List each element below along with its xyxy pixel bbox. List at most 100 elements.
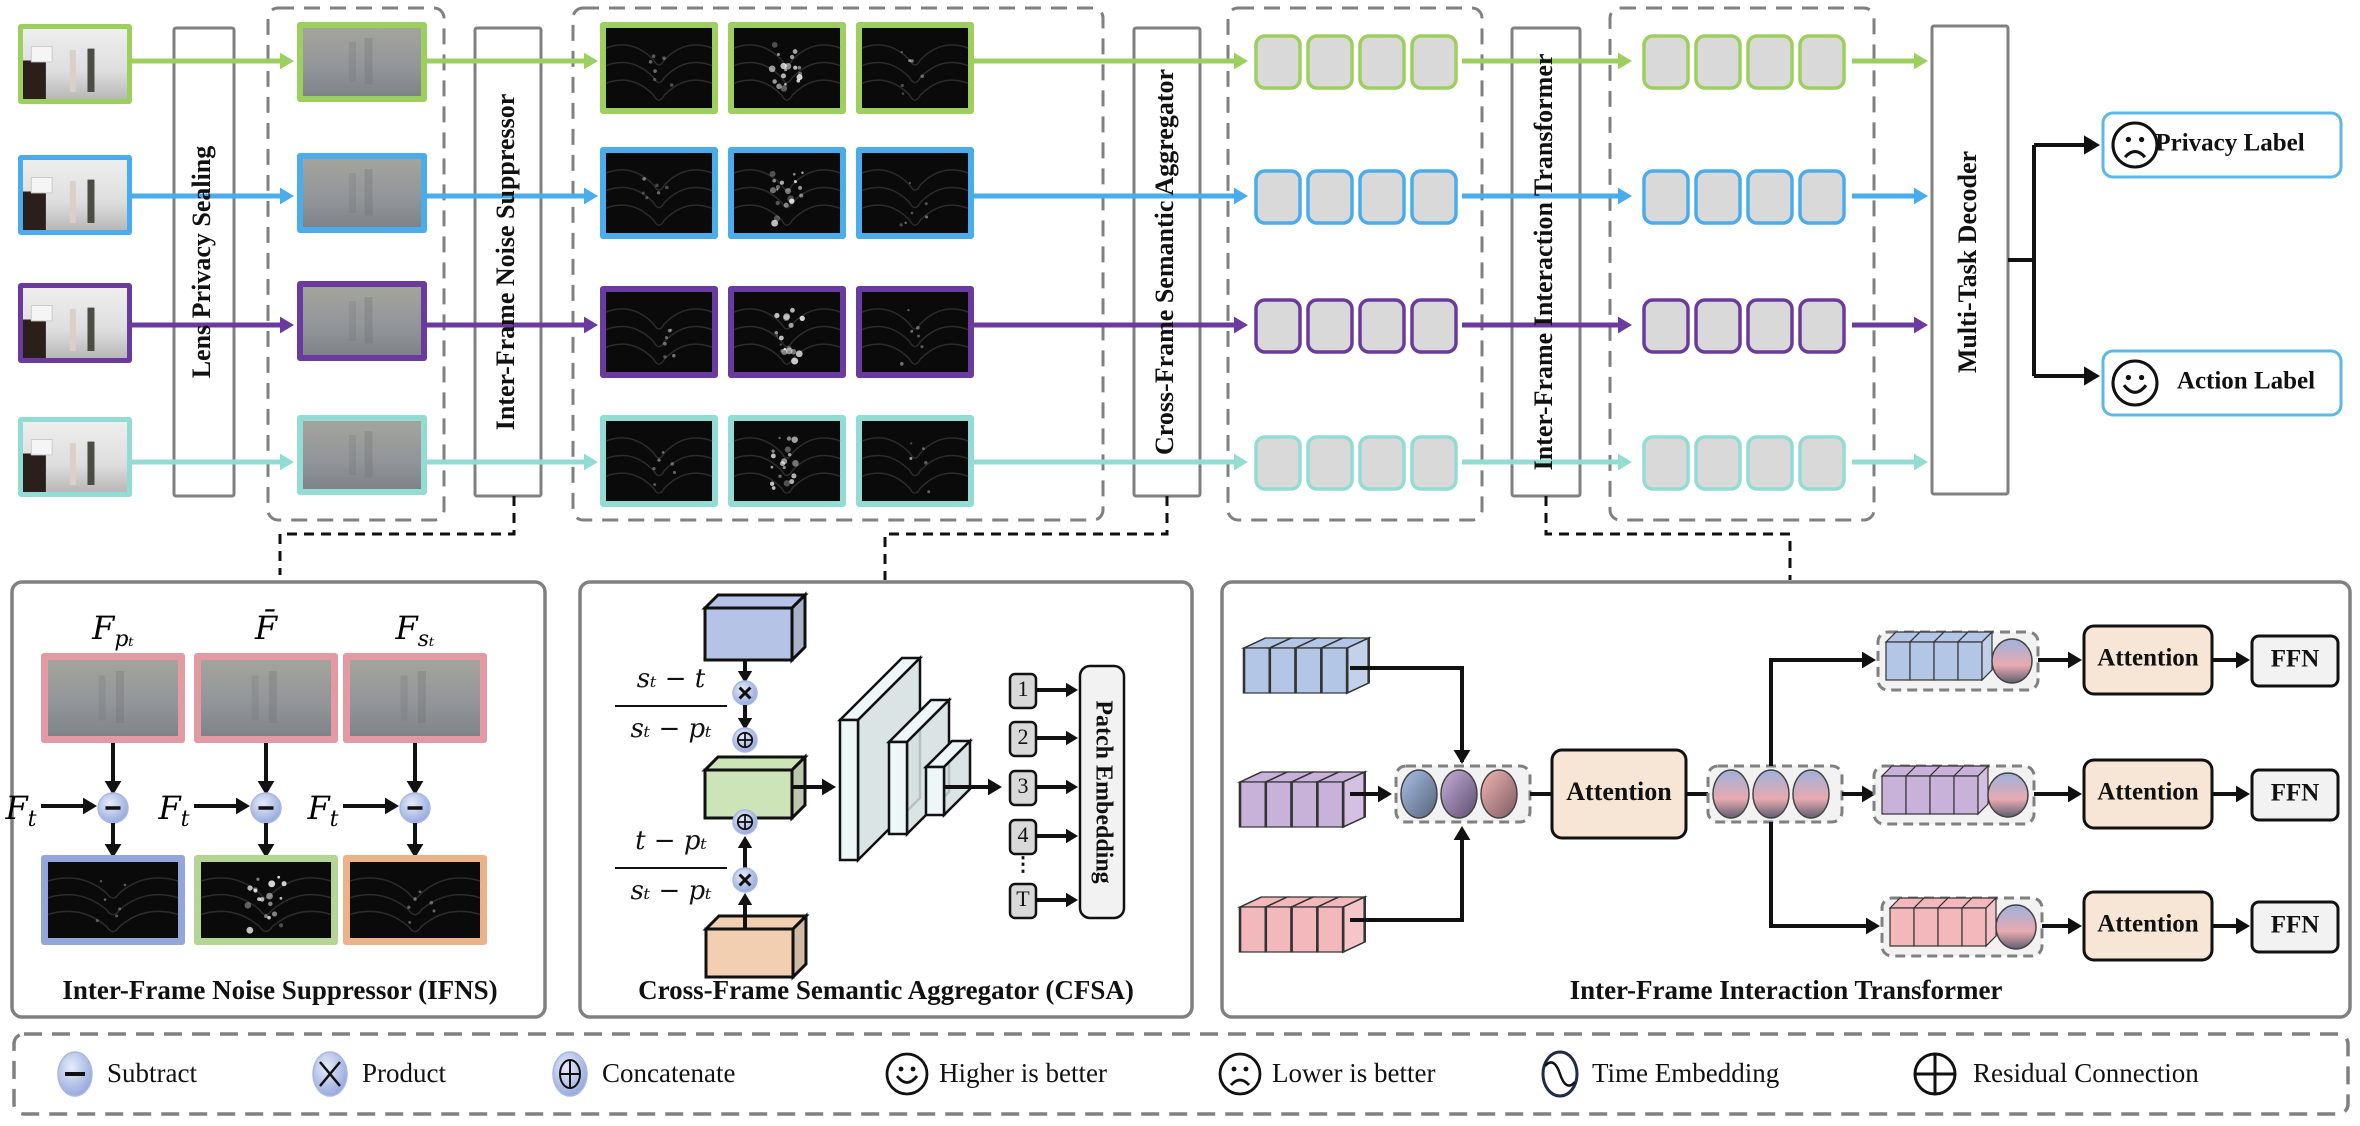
- ifit-token: [1694, 298, 1742, 354]
- token-cell: [1929, 775, 1955, 815]
- cfsa-token: [1306, 435, 1354, 491]
- noise-speck: [793, 180, 797, 184]
- noise-contour: [733, 169, 841, 191]
- token-side: [1345, 636, 1370, 695]
- label-base: F: [306, 789, 331, 827]
- noise-speck: [900, 83, 904, 88]
- ifit-token: [1642, 435, 1690, 491]
- subtract-icon: [57, 1051, 93, 1097]
- noise-speck: [664, 335, 669, 340]
- noise-speck: [780, 73, 787, 79]
- subtract-op-3: [399, 792, 431, 824]
- ifns-input-frame-1: [41, 653, 185, 743]
- noise-map-bg: [606, 153, 712, 233]
- flow-frame-1-e-head: [1914, 52, 1928, 70]
- prev-frame-feature-cube: [701, 591, 809, 664]
- token-cell: [1909, 641, 1935, 681]
- cfsa-bottom-arrow-1-head: [737, 893, 753, 905]
- noise-speck: [645, 196, 649, 200]
- privacy-arrow-head: [2084, 135, 2100, 155]
- ghost-person: [251, 675, 259, 721]
- noise-map-bg: [201, 862, 331, 938]
- face-outline: [1218, 1052, 1262, 1096]
- noise-map-1-3: [861, 28, 969, 108]
- purple-to-fusion-arrow-head: [1378, 785, 1392, 803]
- noise-contour: [47, 893, 179, 916]
- token-cell: [1937, 907, 1963, 947]
- noise-speck: [118, 907, 122, 911]
- noise-speck: [264, 914, 268, 918]
- noise-speck: [669, 83, 674, 87]
- purple-token-stack: [1236, 770, 1368, 829]
- blue-token-stack: [1240, 636, 1372, 695]
- token-cell: [1953, 775, 1979, 815]
- conv-to-patch-arrow-head: [988, 778, 1002, 796]
- legend-label-4: Higher is better: [939, 1058, 1107, 1088]
- time-embedding-icon: [1541, 1050, 1579, 1098]
- branch-mid-arrow-head: [1862, 785, 1876, 803]
- ifns-output-map-3: [349, 862, 481, 938]
- ifns-input-label-1: Fpₜ: [91, 609, 134, 653]
- cube-top: [701, 755, 809, 772]
- noise-speck: [99, 880, 103, 883]
- noise-speck: [910, 329, 914, 333]
- flow-frame-2-b-head: [584, 187, 598, 205]
- cfsa-token: [1358, 298, 1406, 354]
- noise-speck: [899, 223, 903, 227]
- noise-speck: [799, 315, 805, 322]
- label-base: F: [157, 789, 182, 827]
- noise-contour: [47, 877, 179, 899]
- privacy-sealed-frame: [201, 660, 331, 736]
- token-side: [1981, 630, 1993, 682]
- residual-connection-icon: [1913, 1052, 1957, 1096]
- whiteboard: [30, 177, 53, 194]
- noise-speck: [661, 451, 665, 454]
- person-2: [87, 48, 95, 92]
- branch-to-attention-2-head: [2068, 785, 2082, 803]
- ghost-person: [364, 297, 373, 344]
- privacy-sealed-frame: [303, 421, 421, 489]
- noise-speck: [418, 890, 422, 894]
- noise-speck: [657, 458, 661, 462]
- token-cell: [1290, 906, 1319, 953]
- noise-speck: [916, 326, 920, 330]
- token-cell: [1264, 781, 1293, 828]
- ifit-token: [1746, 34, 1794, 90]
- face-outline: [885, 1052, 929, 1096]
- weight-top-denominator: sₜ − pₜ: [630, 714, 712, 744]
- current-frame-label-2: Ft: [157, 789, 189, 833]
- times-glyph: [738, 686, 752, 700]
- pink-token-stack: [1236, 895, 1368, 954]
- noise-map-4-1: [605, 421, 713, 501]
- noise-contour: [733, 437, 841, 459]
- noise-speck: [797, 65, 802, 70]
- noise-speck: [667, 328, 672, 333]
- flow-frame-3-d-head: [1618, 316, 1632, 334]
- noise-contour: [605, 454, 713, 477]
- times-glyph: [738, 873, 752, 887]
- face-eye: [1243, 1066, 1249, 1072]
- cfsa-detail-connector: [883, 496, 1169, 580]
- token-cell: [1242, 647, 1272, 694]
- noise-contour: [861, 169, 969, 191]
- noise-contour: [861, 204, 969, 226]
- branch-summary-token-3: [1995, 904, 2037, 950]
- flow-frame-4-d-head: [1618, 453, 1632, 471]
- mixed-token-2: [1752, 769, 1790, 819]
- cfsa-token: [1306, 34, 1354, 90]
- noise-speck: [791, 473, 797, 479]
- noise-contour: [605, 204, 713, 226]
- noise-speck: [796, 74, 803, 81]
- flow-frame-1-d-head: [1618, 52, 1632, 70]
- noise-map-bg: [734, 292, 840, 372]
- noise-contour: [861, 437, 969, 459]
- face-mouth: [895, 1075, 919, 1084]
- action-label-box: [2101, 349, 2343, 417]
- ffn-label-1: FFN: [2271, 646, 2320, 673]
- noise-contour: [605, 44, 713, 66]
- concatenate-icon: [552, 1051, 588, 1097]
- noise-speck: [663, 341, 667, 346]
- noise-speck: [768, 65, 776, 73]
- legend-box: [12, 1032, 2350, 1116]
- lens-privacy-sealing-label: Lens Privacy Sealing: [187, 146, 216, 379]
